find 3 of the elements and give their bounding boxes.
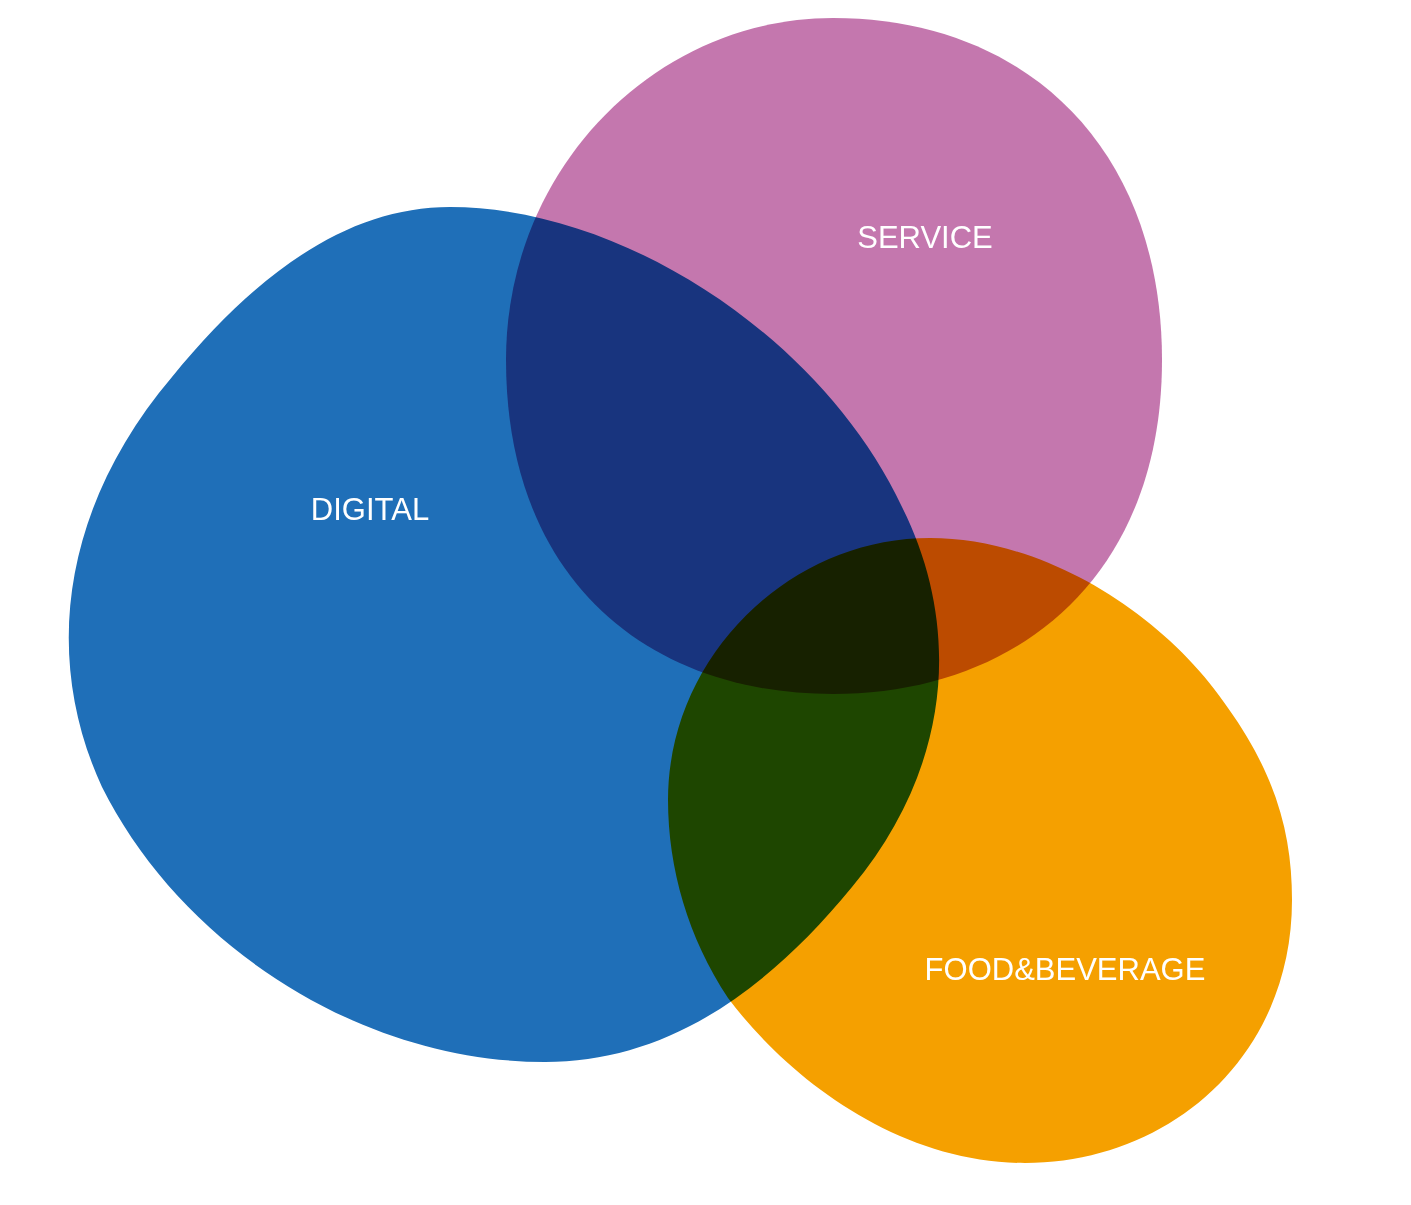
set-label: DIGITAL: [310, 492, 430, 528]
set-label: SERVICE: [857, 220, 993, 256]
set-label: FOOD&BEVERAGE: [924, 952, 1206, 988]
